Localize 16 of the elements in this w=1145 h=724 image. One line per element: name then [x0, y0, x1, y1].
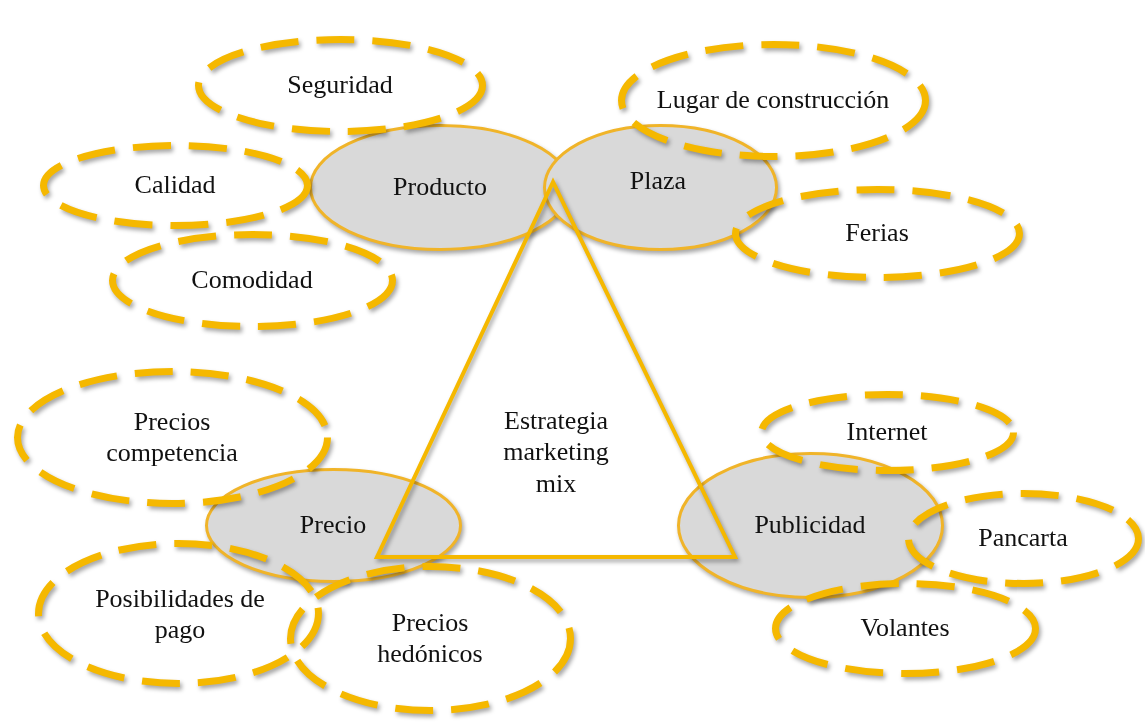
node-label: Calidad: [133, 169, 217, 201]
node-label: Precios hedónicos: [376, 606, 484, 670]
node-label: Internet: [845, 416, 929, 448]
node-label: Precio: [298, 509, 368, 541]
node-label: Volantes: [859, 612, 951, 644]
node-label: Seguridad: [286, 69, 394, 101]
node-label: Ferias: [844, 217, 910, 249]
node-label: Pancarta: [977, 522, 1069, 554]
node-label: Posibilidades de pago: [94, 582, 266, 646]
node-label: Lugar de construcción: [655, 84, 891, 116]
node-label: Plaza: [628, 165, 688, 197]
node-label: Precios competencia: [105, 405, 239, 469]
node-label: Estrategia marketing mix: [502, 405, 610, 499]
node-label: Comodidad: [190, 264, 314, 296]
node-label: Publicidad: [753, 509, 867, 541]
node-label: Producto: [392, 171, 488, 203]
